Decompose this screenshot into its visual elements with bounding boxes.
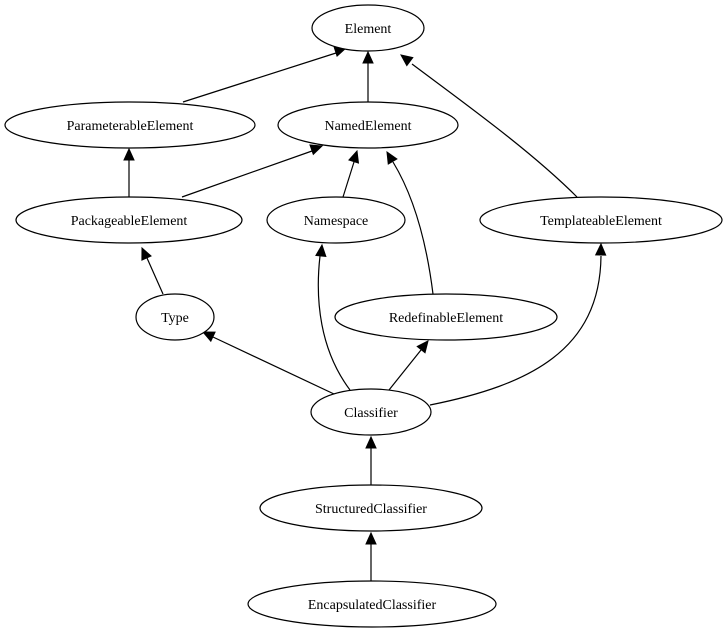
- node-label: EncapsulatedClassifier: [308, 598, 437, 613]
- node-label: TemplateableElement: [540, 214, 662, 229]
- edge-packageable-element-to-parameterable-element: [123, 147, 135, 197]
- edge-encapsulated-classifier-to-structured-classifier: [365, 531, 377, 581]
- edge-line: [392, 161, 434, 295]
- node-label: NamedElement: [324, 119, 411, 134]
- node-ellipse: [247, 580, 497, 628]
- edges-layer: [123, 46, 607, 581]
- arrowhead-icon: [416, 340, 429, 354]
- edge-line: [181, 150, 313, 198]
- edge-line: [411, 63, 578, 198]
- edge-line: [182, 52, 337, 103]
- arrowhead-icon: [201, 331, 216, 343]
- edge-classifier-to-type: [201, 331, 335, 395]
- arrowhead-icon: [386, 150, 398, 165]
- node-ellipse: [479, 196, 723, 244]
- node-ellipse: [259, 484, 483, 532]
- node-ellipse: [310, 388, 432, 436]
- node-label: Namespace: [304, 214, 369, 229]
- node-label: ParameterableElement: [67, 119, 194, 134]
- node-ellipse: [277, 101, 459, 149]
- arrowhead-icon: [365, 531, 377, 545]
- edge-line: [388, 349, 422, 391]
- node-ellipse: [135, 293, 215, 341]
- node-ellipse: [15, 196, 243, 244]
- node-element[interactable]: Element: [311, 4, 425, 52]
- arrowhead-icon: [141, 246, 152, 261]
- node-structured-classifier[interactable]: StructuredClassifier: [259, 484, 483, 532]
- node-redefinable-element[interactable]: RedefinableElement: [334, 293, 558, 341]
- edge-named-element-to-element: [362, 50, 374, 102]
- edge-line: [342, 161, 355, 198]
- edge-line: [429, 255, 602, 406]
- arrowhead-icon: [348, 149, 360, 164]
- node-ellipse: [334, 293, 558, 341]
- arrowhead-icon: [123, 147, 135, 161]
- edge-namespace-to-named-element: [342, 149, 360, 198]
- edge-templateable-element-to-element: [400, 54, 578, 198]
- edge-classifier-to-redefinable-element: [388, 340, 429, 391]
- node-type[interactable]: Type: [135, 293, 215, 341]
- edge-line: [317, 255, 351, 391]
- edge-type-to-packageable-element: [141, 246, 164, 295]
- node-label: Element: [345, 22, 392, 37]
- node-label: StructuredClassifier: [315, 502, 427, 517]
- node-packageable-element[interactable]: PackageableElement: [15, 196, 243, 244]
- edge-structured-classifier-to-classifier: [365, 435, 377, 485]
- edge-packageable-element-to-named-element: [181, 144, 324, 198]
- node-encapsulated-classifier[interactable]: EncapsulatedClassifier: [247, 580, 497, 628]
- arrowhead-icon: [400, 54, 414, 67]
- node-ellipse: [311, 4, 425, 52]
- node-namespace[interactable]: Namespace: [266, 196, 406, 244]
- node-ellipse: [266, 196, 406, 244]
- node-parameterable-element[interactable]: ParameterableElement: [4, 101, 256, 149]
- edge-parameterable-element-to-element: [182, 46, 348, 103]
- node-label: Classifier: [344, 406, 398, 421]
- edge-line: [146, 257, 164, 295]
- arrowhead-icon: [594, 242, 607, 256]
- edge-line: [212, 336, 335, 395]
- arrowhead-icon: [315, 243, 327, 258]
- node-named-element[interactable]: NamedElement: [277, 101, 459, 149]
- edge-redefinable-element-to-named-element: [386, 150, 434, 295]
- arrowhead-icon: [365, 435, 377, 449]
- arrowhead-icon: [309, 144, 324, 156]
- edge-classifier-to-namespace: [315, 243, 351, 391]
- edge-classifier-to-templateable-element: [429, 242, 607, 406]
- node-classifier[interactable]: Classifier: [310, 388, 432, 436]
- node-label: PackageableElement: [71, 214, 188, 229]
- node-label: Type: [161, 311, 189, 326]
- node-label: RedefinableElement: [389, 311, 503, 326]
- arrowhead-icon: [362, 50, 374, 64]
- node-templateable-element[interactable]: TemplateableElement: [479, 196, 723, 244]
- node-ellipse: [4, 101, 256, 149]
